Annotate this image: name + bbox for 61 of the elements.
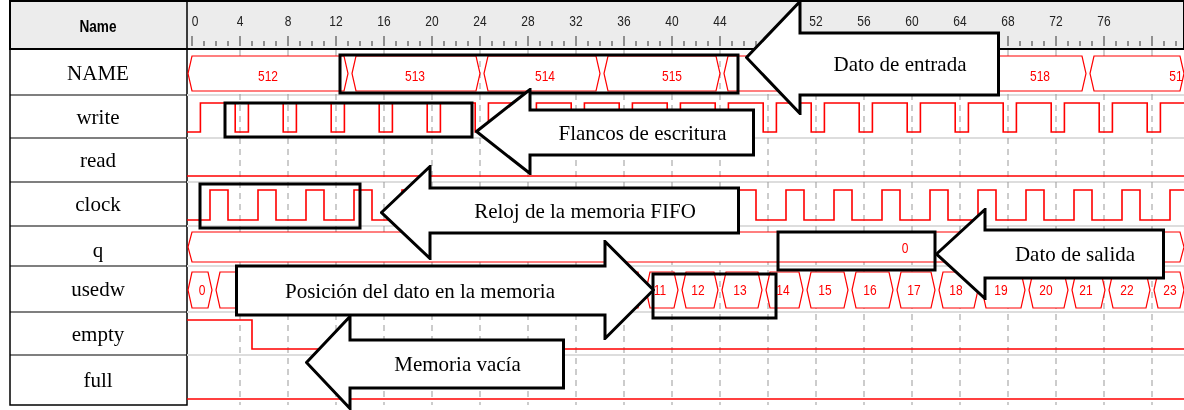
bus-value: 0 xyxy=(198,281,206,297)
callout-text: Memoria vacía xyxy=(394,353,521,375)
tick-label: 4 xyxy=(236,12,244,28)
callout-text: Dato de salida xyxy=(1014,243,1136,265)
tick-label: 32 xyxy=(569,12,583,28)
callout-text: Dato de entrada xyxy=(833,53,967,75)
tick-label: 76 xyxy=(1097,12,1111,28)
bus-value: 21 xyxy=(1079,281,1093,297)
bus-value: 19 xyxy=(994,281,1008,297)
bus-value: 16 xyxy=(863,281,877,297)
tick-label: 24 xyxy=(473,12,487,28)
bus-value: 15 xyxy=(818,281,832,297)
callout-arrow xyxy=(305,315,565,410)
signal-name: empty xyxy=(71,323,125,344)
signal-name: read xyxy=(79,149,117,171)
bus-value: 513 xyxy=(405,67,425,82)
bus-value: 518 xyxy=(1030,67,1050,82)
signal-name: q xyxy=(92,239,104,261)
signal-name: clock xyxy=(75,193,121,215)
callout-text: Reloj de la memoria FIFO xyxy=(474,200,696,221)
column-header: Name xyxy=(79,19,117,35)
callout-text: Posición del dato en la memoria xyxy=(285,280,555,301)
callout-arrow xyxy=(935,208,1165,300)
tick-label: 20 xyxy=(425,12,439,28)
bus-value: 11 xyxy=(653,281,667,297)
bus-value: 18 xyxy=(949,281,963,297)
tick-label: 56 xyxy=(857,12,871,28)
tick-label: 28 xyxy=(521,12,535,28)
tick-label: 36 xyxy=(617,12,631,28)
tick-label: 8 xyxy=(284,12,292,28)
tick-label: 52 xyxy=(809,12,823,28)
callout-arrow xyxy=(745,0,1000,115)
bus-value: 17 xyxy=(907,281,921,297)
bus-value: 515 xyxy=(662,67,682,82)
bus-value: 23 xyxy=(1163,281,1177,297)
bus-value: 14 xyxy=(776,281,790,297)
bus-value: 20 xyxy=(1039,281,1053,297)
tick-label: 44 xyxy=(713,12,727,28)
bus-value: 51 xyxy=(1169,67,1183,82)
callout-arrow xyxy=(475,88,755,175)
bus-value: 512 xyxy=(258,67,278,82)
tick-label: 72 xyxy=(1049,12,1063,28)
tick-label: 64 xyxy=(953,12,967,28)
signal-name: usedw xyxy=(71,278,125,300)
tick-label: 60 xyxy=(905,12,919,28)
tick-label: 16 xyxy=(377,12,391,28)
bus-value: 12 xyxy=(691,281,705,297)
callout-arrow xyxy=(380,165,740,260)
bus-value: 0 xyxy=(901,239,909,255)
bus-value: 514 xyxy=(535,67,555,82)
signal-name: full xyxy=(83,369,113,391)
callout-arrow xyxy=(235,240,655,340)
bus-value: 13 xyxy=(733,281,747,297)
tick-label: 12 xyxy=(329,12,343,28)
tick-label: 0 xyxy=(191,12,199,28)
bus-value: 22 xyxy=(1120,281,1134,297)
signal-name: write xyxy=(76,106,120,127)
callout-text: Flancos de escritura xyxy=(558,122,727,143)
signal-name: NAME xyxy=(67,62,129,83)
tick-label: 40 xyxy=(665,12,679,28)
tick-label: 68 xyxy=(1001,12,1015,28)
